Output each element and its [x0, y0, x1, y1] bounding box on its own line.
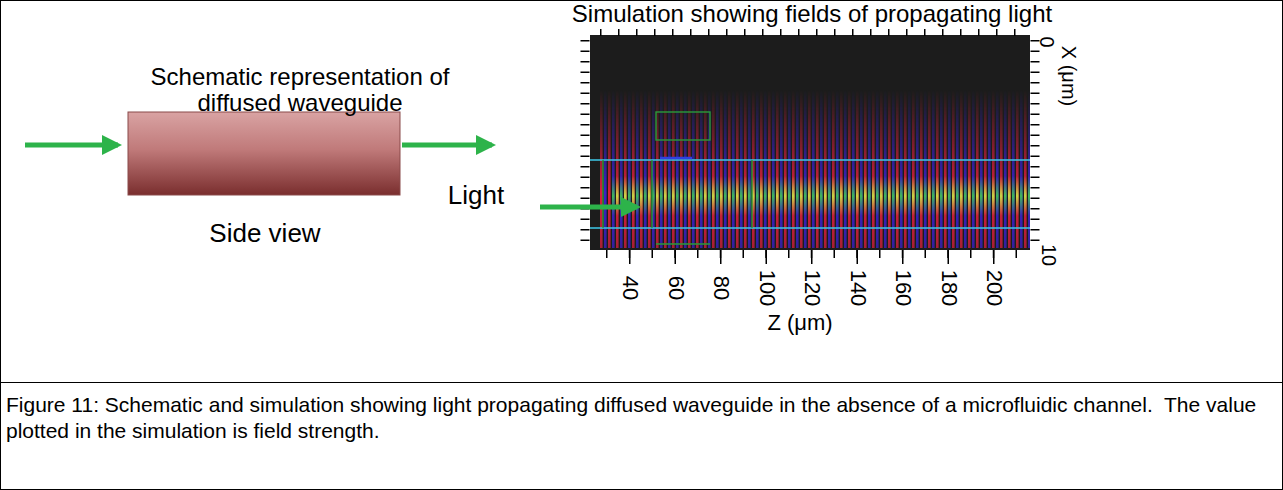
axis-tick-label: 40	[618, 276, 642, 300]
axis-tick-label: 140	[845, 270, 869, 307]
schematic-heading: Schematic representation of diffused wav…	[140, 64, 460, 117]
axis-tick-label: 200	[982, 270, 1006, 307]
simulation-heading: Simulation showing fields of propagating…	[572, 1, 1052, 27]
axis-tick-label: 180	[936, 270, 960, 307]
axis-tick-label: 10	[1038, 244, 1060, 266]
view-label: Side view	[209, 219, 320, 248]
light-label: Light	[448, 181, 504, 210]
axis-tick-label: 120	[800, 270, 824, 307]
axis-tick-label: 60	[663, 276, 687, 300]
figure-caption: Figure 11: Schematic and simulation show…	[6, 392, 1274, 445]
axis-title: Z (μm)	[767, 311, 832, 335]
axis-tick-label: 80	[709, 276, 733, 300]
axis-tick-label: 160	[891, 270, 915, 307]
axis-title: X (μm)	[1058, 46, 1080, 106]
axis-tick-label: 100	[754, 270, 778, 307]
axis-tick-label: 0	[1036, 36, 1058, 47]
